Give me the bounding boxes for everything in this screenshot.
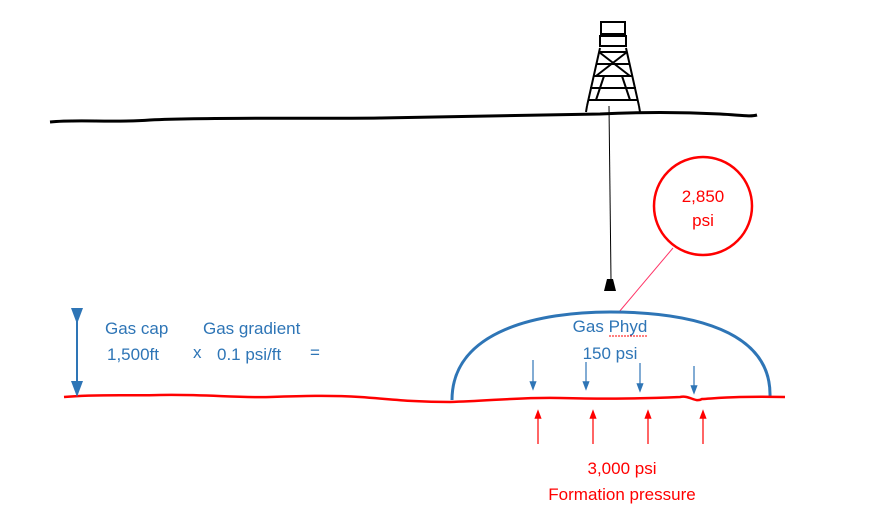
gas-phyd-value: 150 psi xyxy=(583,344,638,363)
callout-circle xyxy=(652,155,754,257)
drill-string xyxy=(608,105,612,281)
gas-cap-label: Gas cap xyxy=(105,319,168,338)
callout-value: 2,850 xyxy=(682,187,725,206)
equals-sign: = xyxy=(310,343,320,362)
callout-unit: psi xyxy=(692,211,714,230)
gas-cap-dome xyxy=(450,310,772,401)
gas-gradient-value: 0.1 psi/ft xyxy=(217,345,282,364)
ground-surface-line xyxy=(49,111,758,124)
multiply-sign: x xyxy=(193,343,202,362)
gas-phyd-label: Gas Phyd xyxy=(573,317,648,336)
formation-pressure-value: 3,000 psi xyxy=(588,459,657,478)
formation-pressure-arrows xyxy=(534,409,707,444)
drill-bit-icon xyxy=(604,279,616,291)
gas-gradient-label: Gas gradient xyxy=(203,319,301,338)
formation-pressure-label: Formation pressure xyxy=(548,485,695,504)
gas-cap-value: 1,500ft xyxy=(107,345,159,364)
gas-pressure-arrows xyxy=(529,360,698,395)
drilling-rig-icon xyxy=(585,21,641,113)
formation-top-line xyxy=(63,393,786,404)
callout-leader-line xyxy=(618,247,674,313)
